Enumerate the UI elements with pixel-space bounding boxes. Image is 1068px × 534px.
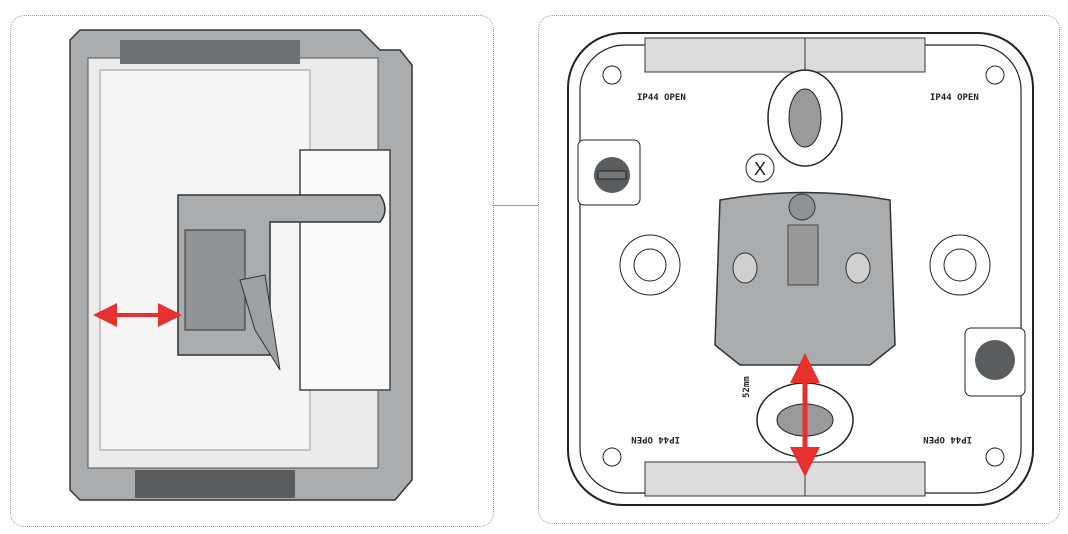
- label-ip44-top-left: IP44 OPEN: [637, 93, 686, 103]
- right-panel-front-view: [538, 15, 1060, 524]
- label-ip44-bottom-left: IP44 OPEN: [631, 434, 680, 444]
- left-panel-section-view: [10, 15, 494, 527]
- front-view-box: X IP44 OPEN IP44 OPEN IP44 OPEN IP44 OPE…: [567, 32, 1034, 506]
- x-mark: X: [754, 159, 766, 179]
- label-ip44-top-right: IP44 OPEN: [930, 93, 979, 103]
- label-ip44-bottom-right: IP44 OPEN: [923, 434, 972, 444]
- dimension-label: 52mm: [742, 376, 752, 398]
- connector-line: [492, 205, 538, 206]
- section-view-housing: [69, 29, 413, 501]
